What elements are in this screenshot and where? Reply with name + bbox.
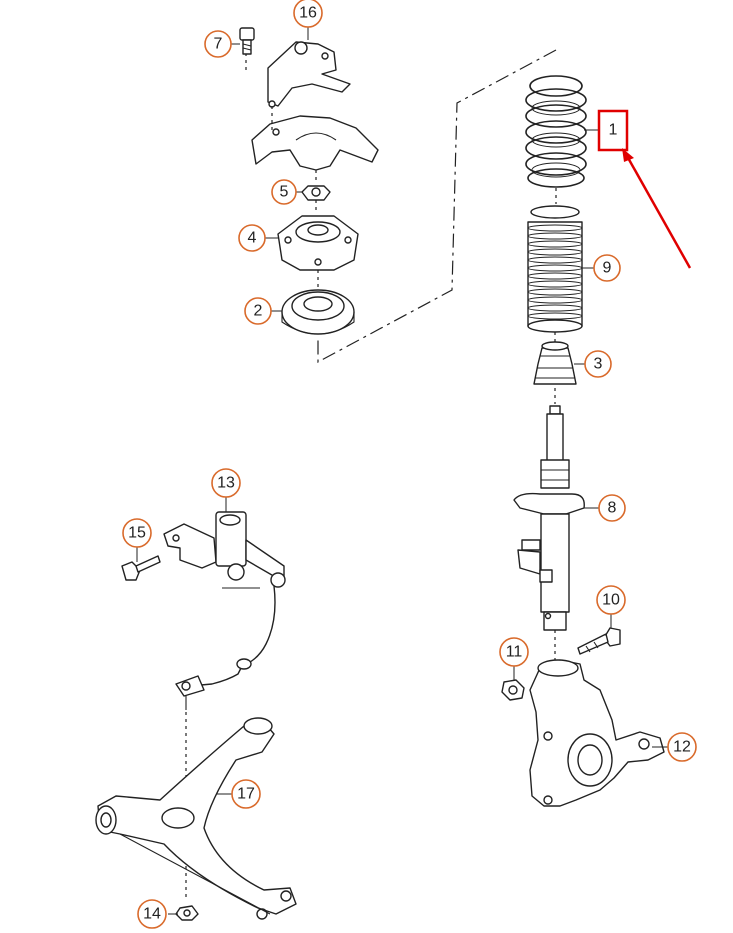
coupling-rod <box>175 585 276 710</box>
sleeve-ring <box>527 312 583 320</box>
callout-16-label: 16 <box>299 5 317 22</box>
highlight-arrow-shaft <box>625 155 692 269</box>
part-9-protective-sleeve <box>527 205 583 333</box>
callout-14-label: 14 <box>143 906 161 923</box>
callout-2: 2 <box>244 297 272 325</box>
callout-9: 9 <box>593 254 621 282</box>
callout-11-label: 11 <box>506 644 523 661</box>
part-11-nut <box>501 679 525 701</box>
callout-4: 4 <box>238 224 266 252</box>
part-5-nut <box>301 185 331 201</box>
sleeve-ring <box>527 280 583 288</box>
callout-16: 16 <box>293 0 323 28</box>
callout-10-label: 10 <box>602 592 620 609</box>
sleeve-ring <box>527 224 583 232</box>
sleeve-ring <box>527 232 583 240</box>
callout-13: 13 <box>211 468 241 498</box>
part-14-nut <box>175 905 199 921</box>
callout-17-label: 17 <box>237 786 255 803</box>
callout-2-label: 2 <box>254 303 263 320</box>
part-15-bolt <box>121 555 161 581</box>
part-7-bolt <box>239 27 255 55</box>
callout-17: 17 <box>231 779 261 809</box>
callout-5-label: 5 <box>280 184 289 201</box>
part-2-strut-bearing <box>281 289 355 335</box>
callout-1: 1 <box>609 122 618 139</box>
part-8-shock-absorber <box>513 405 585 631</box>
callout-3-label: 3 <box>594 356 603 373</box>
mount-alignment-guide <box>317 49 557 364</box>
highlight-box <box>597 109 629 152</box>
part-1-coil-spring <box>525 75 587 188</box>
leader-lines <box>136 27 668 915</box>
callout-1-label: 1 <box>609 122 618 139</box>
callout-7: 7 <box>204 30 232 58</box>
callout-11: 11 <box>499 637 529 667</box>
highlight-annotation <box>597 109 692 269</box>
sleeve-ring <box>527 256 583 264</box>
sleeve-ring <box>527 272 583 280</box>
callout-12-label: 12 <box>673 739 691 756</box>
callout-9-label: 9 <box>603 260 612 277</box>
sleeve-ring <box>527 296 583 304</box>
sleeve-ring <box>527 240 583 248</box>
sleeve-ring <box>527 304 583 312</box>
part-16-dust-shield <box>251 115 379 171</box>
part-12-wheel-bearing-housing <box>529 659 665 807</box>
callout-5: 5 <box>271 179 297 205</box>
callout-4-label: 4 <box>248 230 257 247</box>
part-13-level-sender <box>163 511 286 589</box>
highlight-arrow-head <box>622 148 634 162</box>
part-3-bump-stop <box>533 341 577 385</box>
sleeve-ring <box>527 248 583 256</box>
callout-15-label: 15 <box>128 525 146 542</box>
callout-10: 10 <box>596 585 626 615</box>
callout-12: 12 <box>667 732 697 762</box>
callout-15: 15 <box>122 518 152 548</box>
callout-13-label: 13 <box>217 475 235 492</box>
callout-8: 8 <box>598 494 626 522</box>
part-4-strut-mount <box>277 215 359 271</box>
part-17-wishbone <box>95 717 297 920</box>
callout-8-label: 8 <box>608 500 617 517</box>
sleeve-ring <box>527 288 583 296</box>
part-16-strut-bracket <box>267 41 351 108</box>
callout-14: 14 <box>137 899 167 929</box>
callout-7-label: 7 <box>214 36 223 53</box>
callout-3: 3 <box>584 350 612 378</box>
part-10-clamp-bolt <box>577 627 621 655</box>
